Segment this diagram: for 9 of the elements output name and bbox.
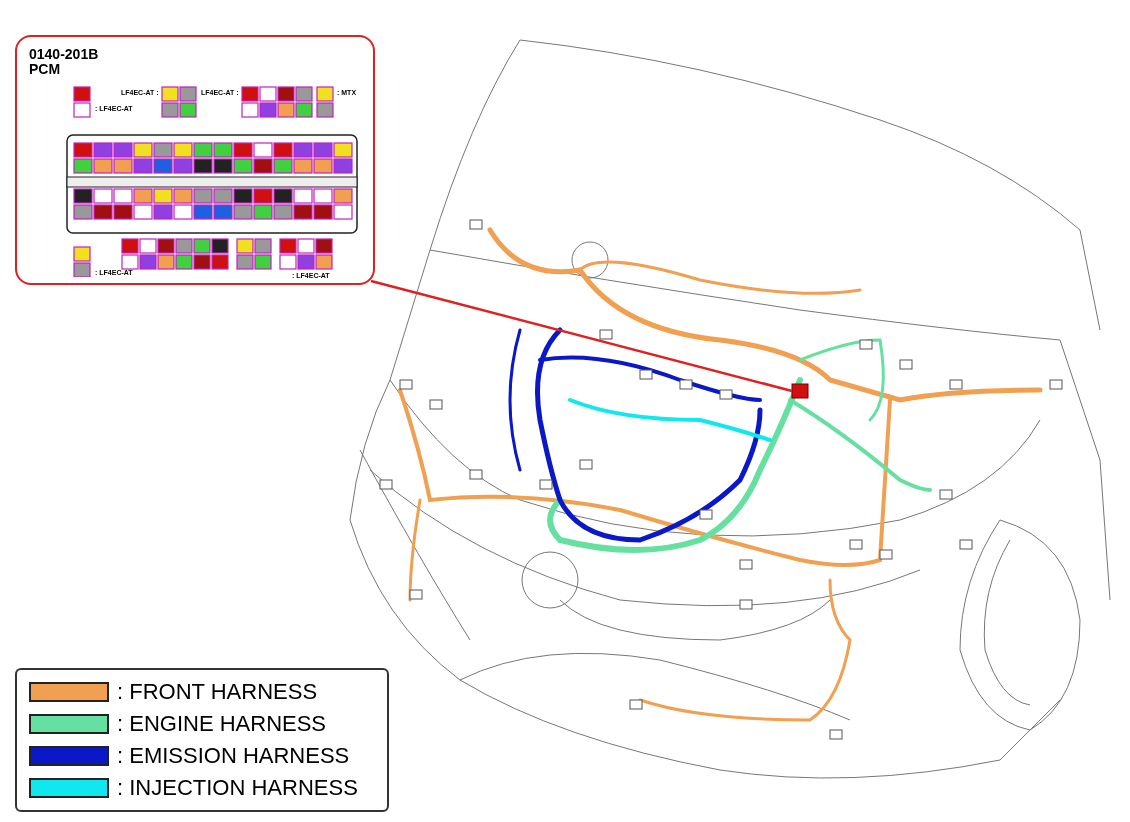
- part-number: 0140-201B: [29, 47, 99, 62]
- pcm-connector: [791, 383, 809, 399]
- legend-label: : EMISSION HARNESS: [117, 744, 350, 768]
- legend-label: : FRONT HARNESS: [117, 680, 318, 704]
- leader-line: [370, 279, 793, 393]
- legend-label: : INJECTION HARNESS: [117, 776, 358, 800]
- component-name: PCM: [29, 62, 61, 77]
- legend-label: : ENGINE HARNESS: [117, 712, 327, 736]
- callout-panel: [15, 35, 375, 285]
